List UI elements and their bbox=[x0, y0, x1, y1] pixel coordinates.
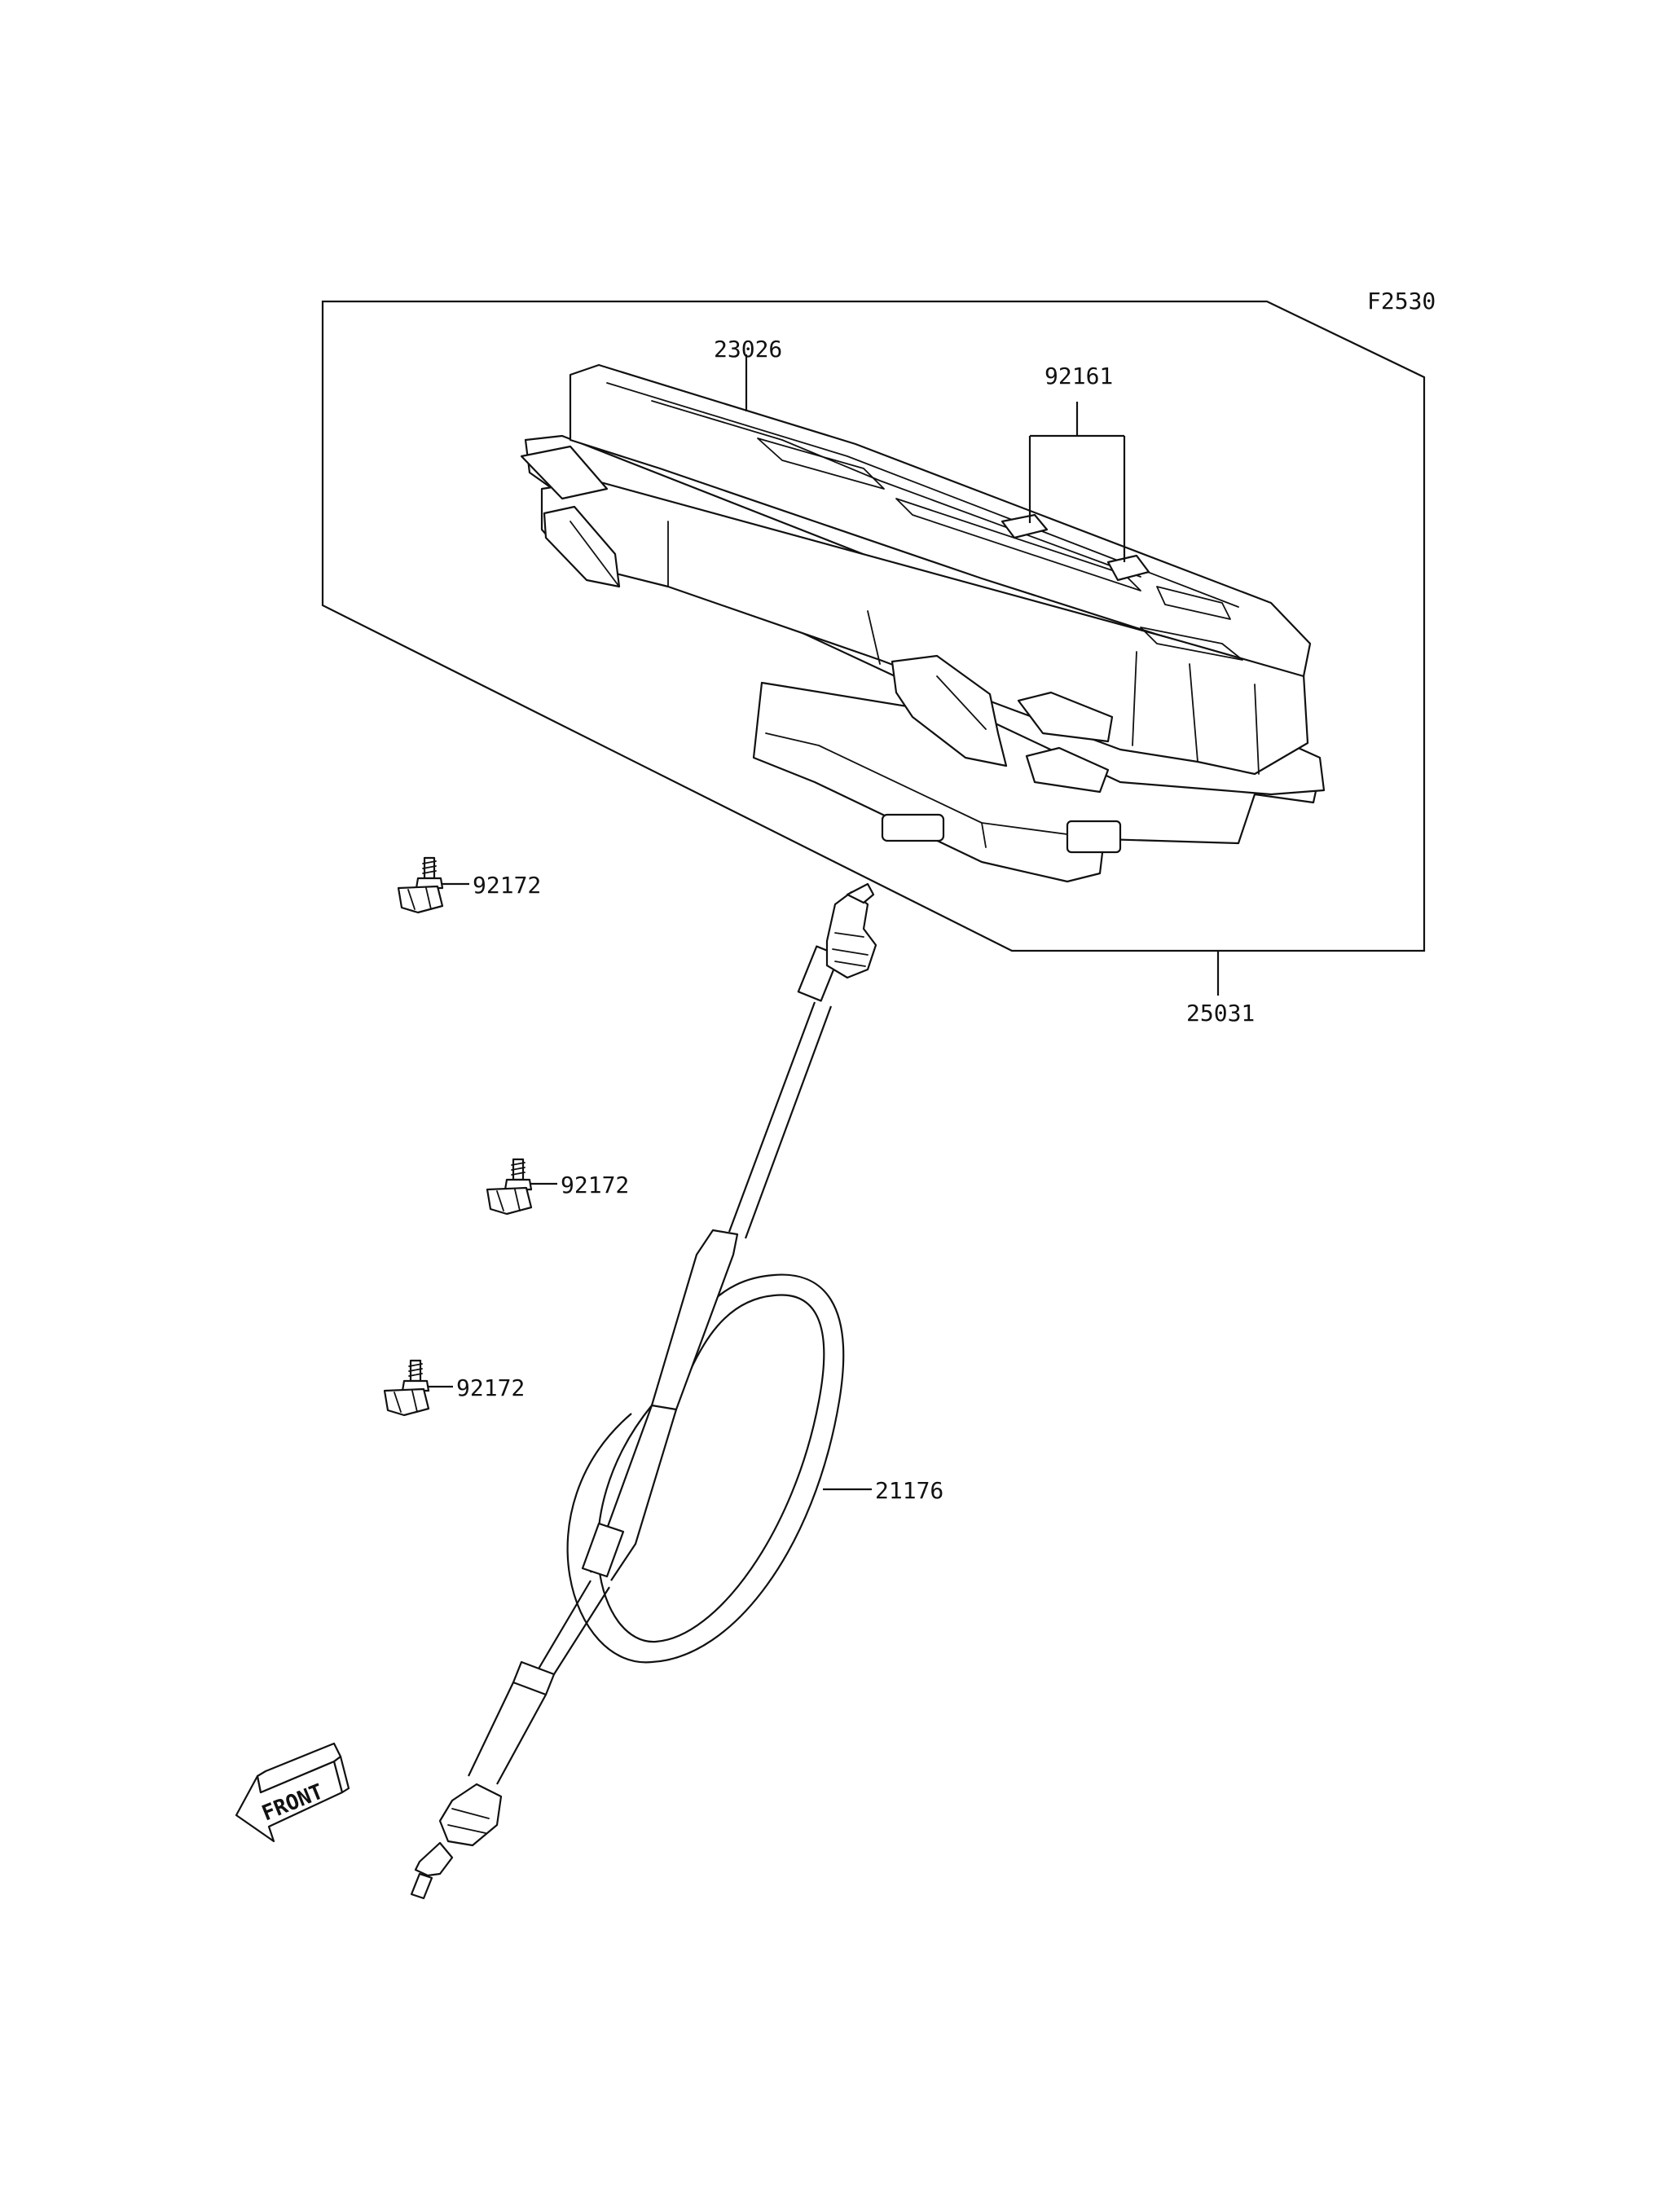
screw-icon bbox=[383, 1359, 430, 1417]
part-label-25031[interactable]: 25031 bbox=[1186, 1000, 1256, 1027]
front-arrow-icon: FRONT bbox=[235, 1742, 350, 1843]
part-label-92172-b[interactable]: 92172 bbox=[561, 1172, 630, 1198]
part-label-92172-c[interactable]: 92172 bbox=[456, 1374, 526, 1401]
screw-icon bbox=[486, 1158, 533, 1216]
diagram-id-label: F2530 bbox=[1367, 288, 1436, 314]
meter-body bbox=[520, 363, 1326, 883]
assembly-frame bbox=[321, 300, 1426, 952]
leader-92161 bbox=[1028, 402, 1126, 562]
screw-icon bbox=[397, 856, 444, 914]
speedometer-cable bbox=[410, 882, 877, 1900]
part-label-23026[interactable]: 23026 bbox=[714, 336, 783, 363]
part-label-21176[interactable]: 21176 bbox=[875, 1477, 944, 1504]
part-label-92172-a[interactable]: 92172 bbox=[473, 872, 542, 899]
part-label-92161[interactable]: 92161 bbox=[1045, 363, 1114, 389]
